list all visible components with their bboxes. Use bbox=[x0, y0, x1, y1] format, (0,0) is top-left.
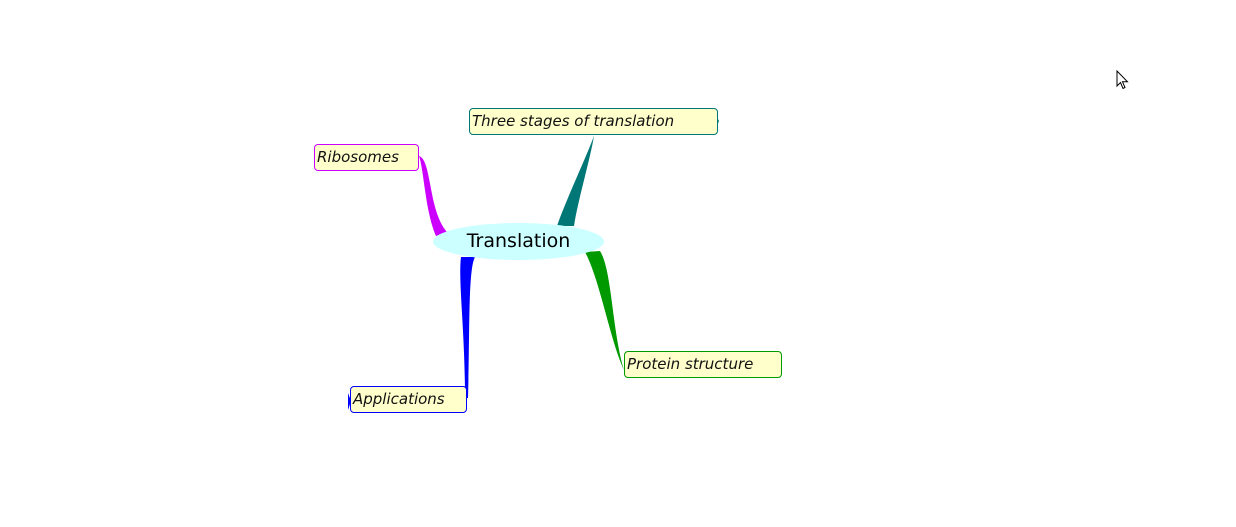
link-ribosomes bbox=[419, 156, 447, 236]
arrow-cursor-icon bbox=[1116, 70, 1129, 90]
node-applications[interactable]: Applications bbox=[350, 386, 467, 413]
link-three-stages bbox=[557, 136, 594, 226]
central-node-translation[interactable]: Translation bbox=[433, 223, 604, 260]
link-applications-child-stub bbox=[348, 393, 351, 410]
node-protein-structure[interactable]: Protein structure bbox=[624, 351, 782, 378]
node-ribosomes[interactable]: Ribosomes bbox=[314, 144, 419, 171]
node-three-stages-of-translation[interactable]: Three stages of translation bbox=[469, 108, 718, 135]
link-protein-structure bbox=[585, 251, 624, 370]
link-applications bbox=[460, 257, 475, 398]
